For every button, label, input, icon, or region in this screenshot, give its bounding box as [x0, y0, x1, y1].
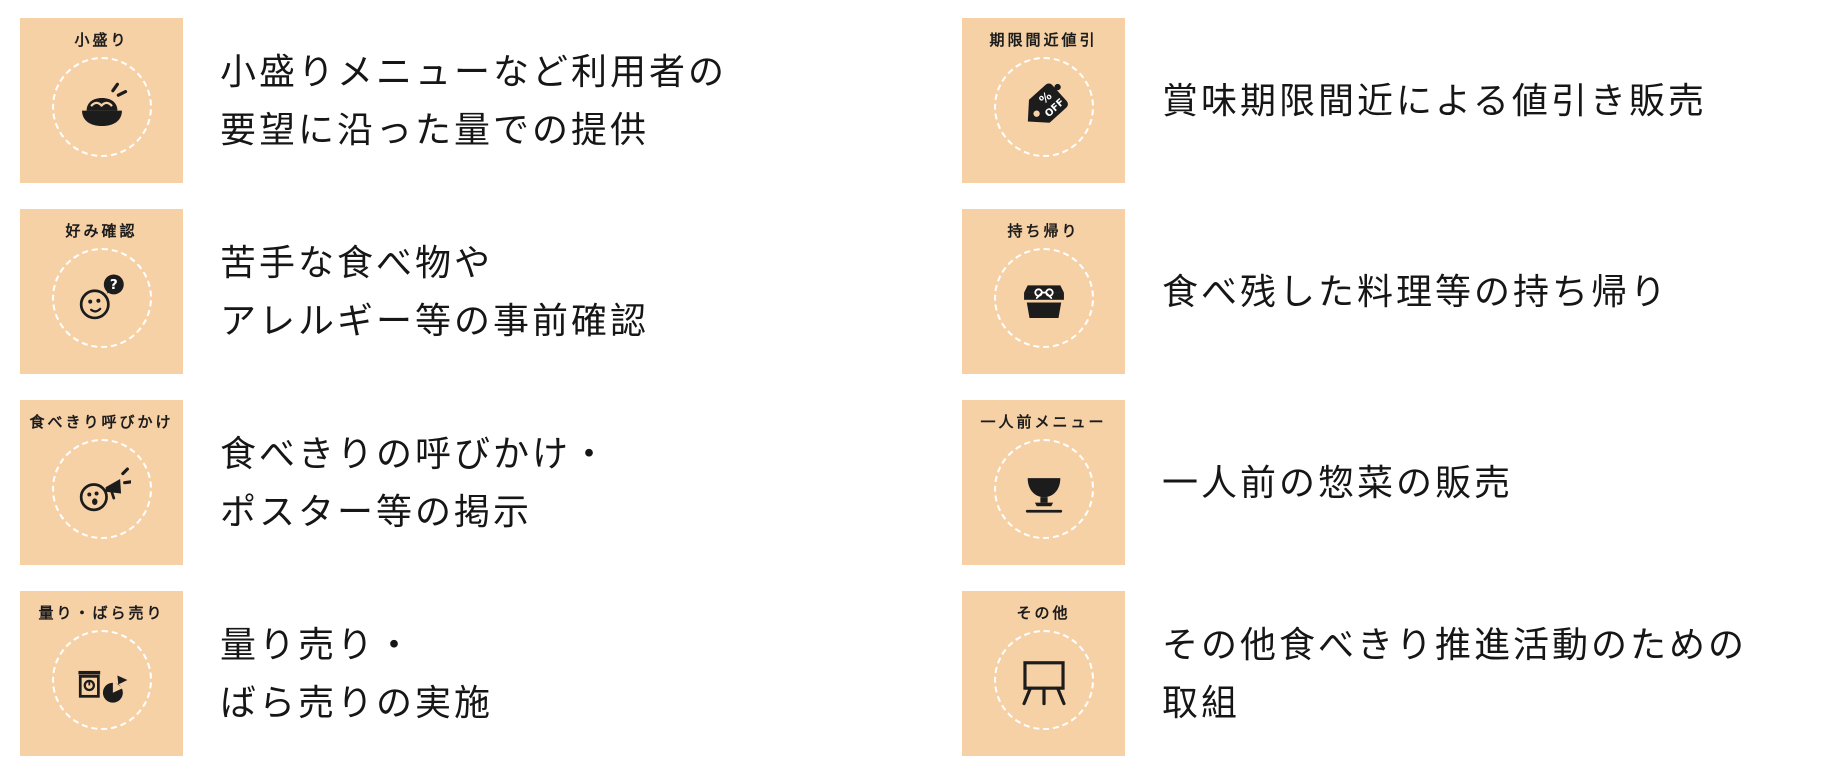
item-description: その他食べきり推進活動のための 取組	[1162, 616, 1747, 731]
tile-single-serving: 一人前メニュー	[962, 400, 1125, 565]
item-description: 小盛りメニューなど利用者の 要望に沿った量での提供	[220, 43, 727, 158]
bowl-chopsticks-icon	[1025, 478, 1062, 513]
tile-label: 好み確認	[65, 223, 138, 240]
description-line: 要望に沿った量での提供	[220, 108, 650, 150]
description-line: ポスター等の掲示	[220, 490, 533, 532]
list-item-other: その他 その他食べきり推進活動のための 取組	[962, 578, 1822, 769]
face-megaphone-icon	[79, 467, 131, 512]
list-item-bulk-sale: 量り・ばら売り 量り売り・ ばら売りの実施	[20, 578, 962, 769]
description-line: 小盛りメニューなど利用者の	[220, 50, 728, 92]
discount-tag-icon: % OFF	[1027, 83, 1068, 123]
list-item-eatup-callout: 食べきり呼びかけ 食べきりの呼びかけ・ ポスター等の	[20, 387, 962, 578]
description-line: 量り売り・	[220, 623, 416, 665]
dashed-circle	[51, 630, 152, 730]
description-line: アレルギー等の事前確認	[220, 299, 650, 341]
item-description: 苦手な食べ物や アレルギー等の事前確認	[220, 234, 649, 349]
description-line: 苦手な食べ物や	[220, 241, 494, 283]
dashed-circle	[51, 439, 152, 539]
list-item-preference-check: 好み確認 ? 苦手な食べ物や アレルギー等の事前確認	[20, 196, 962, 387]
right-column: 期限間近値引 % OFF 賞味期限間近による値引き販売	[962, 5, 1822, 782]
dashed-circle: ?	[51, 248, 152, 348]
tile-label: 量り・ばら売り	[38, 605, 165, 622]
tile-eatup-callout: 食べきり呼びかけ	[20, 400, 183, 565]
left-column: 小盛り 小盛りメニューなど利用者の 要望に沿った量での提供	[20, 5, 962, 782]
scale-pie-icon	[77, 670, 127, 703]
tile-preference-check: 好み確認 ?	[20, 209, 183, 374]
tile-bulk-sale: 量り・ばら売り	[20, 591, 183, 756]
description-line: ばら売りの実施	[220, 681, 494, 723]
item-description: 食べ残した料理等の持ち帰り	[1162, 263, 1669, 321]
description-line: 賞味期限間近による値引き販売	[1162, 79, 1707, 121]
face-question-icon: ?	[79, 274, 124, 320]
tile-label: 食べきり呼びかけ	[29, 414, 174, 431]
tile-label: 持ち帰り	[1007, 223, 1080, 240]
item-description: 一人前の惣菜の販売	[1162, 454, 1513, 512]
dashed-circle	[51, 57, 152, 157]
list-item-near-expiry-discount: 期限間近値引 % OFF 賞味期限間近による値引き販売	[962, 5, 1822, 196]
description-line: 食べきりの呼びかけ・	[220, 432, 611, 474]
question-mark-text: ?	[109, 277, 117, 293]
tile-takeout: 持ち帰り	[962, 209, 1125, 374]
dashed-circle	[993, 630, 1094, 730]
description-line: 一人前の惣菜の販売	[1162, 461, 1514, 503]
description-line: 食べ残した料理等の持ち帰り	[1162, 270, 1670, 312]
tile-small-serving: 小盛り	[20, 18, 183, 183]
easel-board-icon	[1021, 661, 1066, 706]
dashed-circle	[993, 248, 1094, 348]
dashed-circle	[993, 439, 1094, 539]
tile-label: 一人前メニュー	[980, 414, 1107, 431]
tile-label: 小盛り	[74, 32, 129, 49]
item-description: 量り売り・ ばら売りの実施	[220, 616, 493, 731]
item-description: 食べきりの呼びかけ・ ポスター等の掲示	[220, 425, 610, 540]
description-line: 取組	[1162, 681, 1241, 723]
list-item-single-serving: 一人前メニュー 一人前の惣菜の販売	[962, 387, 1822, 578]
list-item-small-serving: 小盛り 小盛りメニューなど利用者の 要望に沿った量での提供	[20, 5, 962, 196]
description-line: その他食べきり推進活動のための	[1162, 623, 1748, 665]
list-item-takeout: 持ち帰り 食べ残した料理等の持ち帰り	[962, 196, 1822, 387]
noodle-plate-icon	[81, 82, 127, 127]
tile-other: その他	[962, 591, 1125, 756]
dashed-circle: % OFF	[993, 57, 1094, 157]
tile-label: その他	[1016, 605, 1071, 622]
takeout-box-icon	[1023, 285, 1064, 318]
tile-label: 期限間近値引	[989, 32, 1098, 49]
tile-near-expiry-discount: 期限間近値引 % OFF	[962, 18, 1125, 183]
item-description: 賞味期限間近による値引き販売	[1162, 72, 1707, 130]
